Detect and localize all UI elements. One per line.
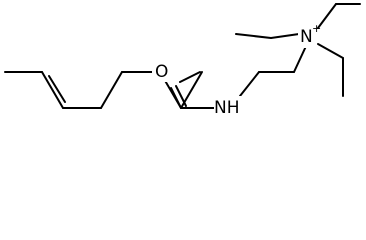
ammonium-n-label: N [300,27,313,47]
bond-carbonyl-oxygen [170,87,182,109]
oxygen-label: O [155,62,168,82]
amide-nh-label-bg [214,96,242,118]
molecule-drawing: O NH N + [4,3,361,118]
positive-charge: + [312,22,321,35]
bond-n-ch2 [239,71,260,97]
bond-nplus-ethyl3-a [317,43,344,59]
bond-nplus-ethyl2-a [317,3,337,29]
bond-c2-c3-double-outer [41,71,64,109]
bond-ch2-nplus [293,43,308,73]
bond-c2-c3-double-inner [48,75,66,103]
bond-carbonyl-double-2 [175,85,187,107]
oxygen-label-bg [152,60,172,82]
ammonium-n-label-bg [298,26,316,48]
bond-c4-c5 [100,71,123,109]
bond-carbonyl-double-1 [179,71,201,83]
bond-ethyl1-b [235,33,272,39]
amide-nh-label: NH [214,98,240,118]
bond-nplus-ethyl1-a [270,33,300,39]
structure-diagram: O NH N + [4,3,361,118]
